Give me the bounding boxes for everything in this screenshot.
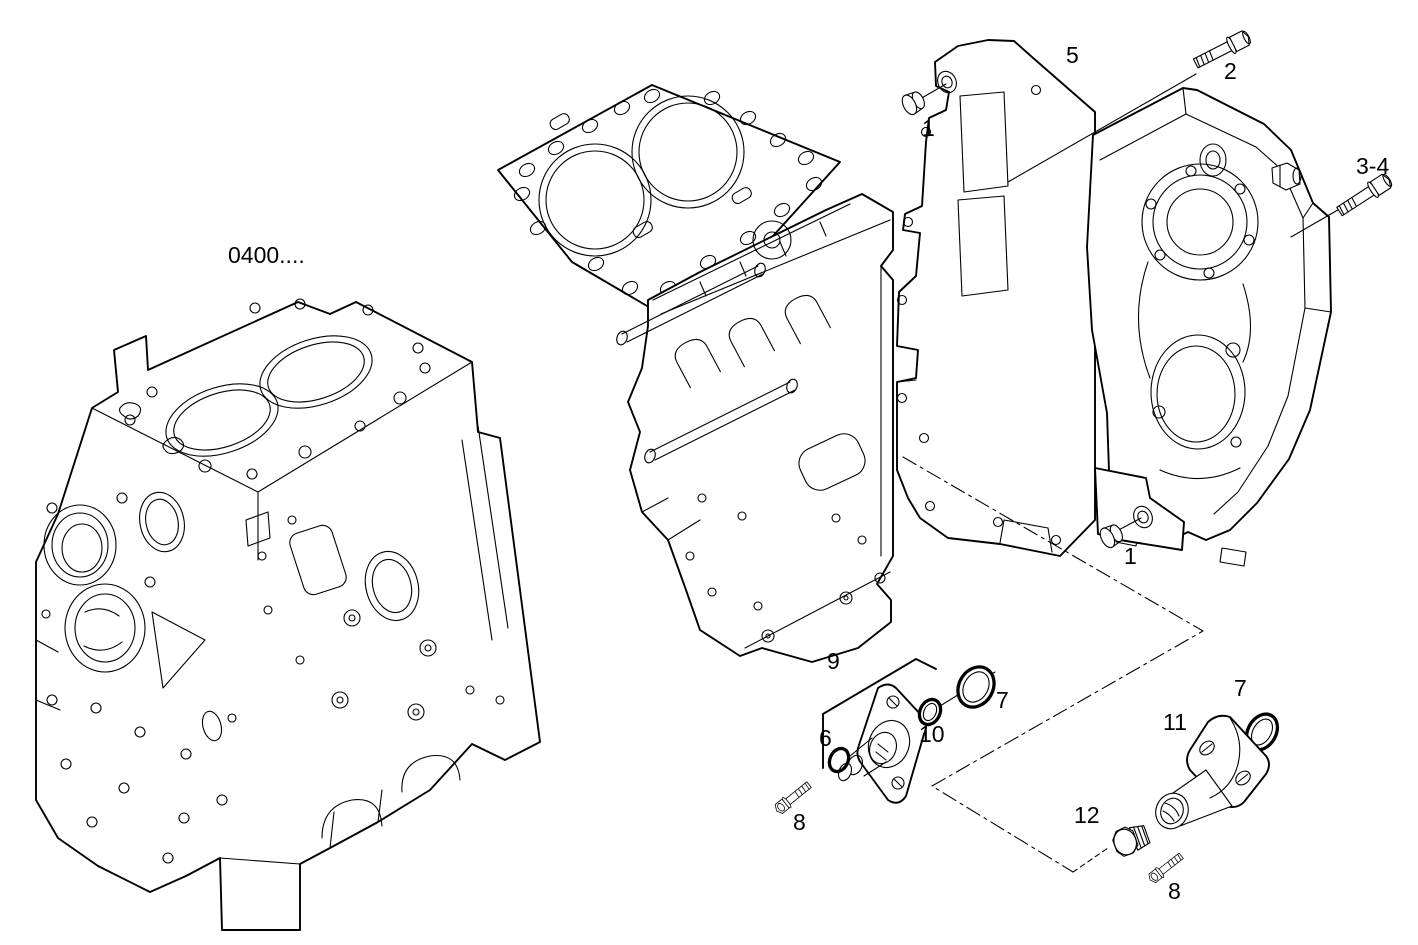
hex-bolt-side-icon	[1336, 173, 1393, 217]
section-chain-lines	[902, 456, 1204, 873]
cylinder-head-gasket-illustration	[497, 84, 841, 331]
water-outlet-elbow-icon	[1155, 714, 1270, 830]
part-callout-1-upper: 1	[922, 115, 935, 141]
part-callout-10: 10	[919, 721, 945, 747]
seal-ring-left-icon	[956, 665, 996, 709]
timing-gear-cover-illustration	[1086, 87, 1332, 567]
engine-block-section-illustration	[616, 193, 894, 663]
screw-left-icon	[774, 781, 812, 814]
part-callout-2: 2	[1224, 58, 1237, 84]
hex-bolt-upper-icon	[1192, 30, 1251, 69]
o-ring-small-left-icon	[827, 746, 851, 774]
part-callout-1-lower: 1	[1124, 543, 1137, 569]
part-callout-5: 5	[1066, 42, 1079, 68]
part-callout-7-left: 7	[996, 687, 1009, 713]
hex-plug-icon	[1112, 825, 1151, 857]
part-callout-12: 12	[1074, 802, 1100, 828]
part-callout-9: 9	[827, 648, 840, 674]
part-callout-6: 6	[819, 725, 832, 751]
part-callout-8-left: 8	[793, 809, 806, 835]
part-callout-3-4: 3-4	[1356, 153, 1389, 179]
engine-block-front-illustration	[35, 298, 541, 931]
figure-reference-label: 0400....	[228, 242, 305, 268]
part-callout-7-right: 7	[1234, 675, 1247, 701]
part-callout-8-right: 8	[1168, 878, 1181, 904]
pump-support-icon	[837, 683, 928, 804]
cup-plug-lower-icon	[1099, 524, 1123, 549]
part-callout-11: 11	[1163, 709, 1187, 735]
cup-plug-upper-icon	[901, 91, 925, 116]
o-ring-small-middle-icon	[917, 697, 943, 727]
screw-right-icon	[1148, 852, 1184, 884]
rear-plate-illustration	[896, 39, 1096, 557]
